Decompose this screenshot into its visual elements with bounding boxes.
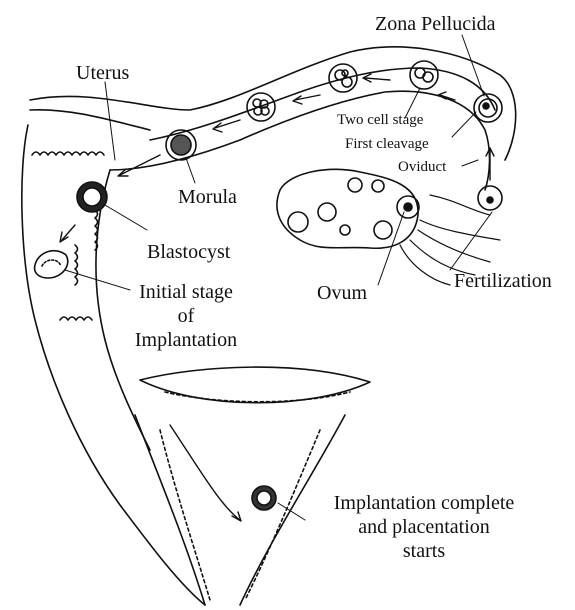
uterine-lining xyxy=(29,108,151,131)
embryo-eight-cell xyxy=(246,92,276,122)
uterine-glands xyxy=(31,151,105,156)
blastocyst-cell xyxy=(76,181,108,213)
label-initial-stage-line-3: Implantation xyxy=(134,329,238,351)
embryo-first-cleavage xyxy=(409,60,439,90)
label-ovum: Ovum xyxy=(317,282,367,304)
movement-arrows xyxy=(59,73,495,522)
oviduct-inner-wall xyxy=(109,90,491,191)
label-morula: Morula xyxy=(178,186,237,208)
fimbriae xyxy=(399,194,501,286)
label-uterus: Uterus xyxy=(76,62,130,84)
label-two-cell-stage: Two cell stage xyxy=(337,112,424,128)
label-implantation-complete: Implantation complete and placentation s… xyxy=(314,491,534,563)
label-implantation-line-3: starts xyxy=(402,540,446,562)
embryo-four-cell xyxy=(328,63,358,93)
uterine-cavity xyxy=(134,366,371,606)
fertilization-cell xyxy=(477,185,503,211)
morula-cell xyxy=(165,129,197,161)
label-oviduct: Oviduct xyxy=(398,159,447,175)
uterine-glands-side xyxy=(74,244,79,286)
leader-lines xyxy=(64,34,493,521)
initial-implantation-embryo xyxy=(33,249,69,279)
label-implantation-line-1: Implantation complete xyxy=(333,492,515,514)
ovary xyxy=(276,168,420,250)
label-initial-stage-line-2: of xyxy=(177,305,195,327)
label-zona-pellucida: Zona Pellucida xyxy=(375,13,496,35)
uterine-glands-lower xyxy=(59,316,93,321)
uterus-inner-wall xyxy=(95,169,151,451)
label-first-cleavage: First cleavage xyxy=(345,136,429,152)
label-blastocyst: Blastocyst xyxy=(147,241,231,263)
label-initial-stage-line-1: Initial stage xyxy=(139,281,233,303)
uterus-outer-wall xyxy=(21,124,206,606)
oviduct-lumen-top xyxy=(149,67,496,141)
embryo-two-cell xyxy=(473,93,503,123)
oviduct-outer-wall xyxy=(29,46,517,161)
label-initial-stage-of-implantation: Initial stage of Implantation xyxy=(122,280,250,352)
label-fertilization: Fertilization xyxy=(454,270,552,292)
label-implantation-line-2: and placentation xyxy=(358,516,490,538)
